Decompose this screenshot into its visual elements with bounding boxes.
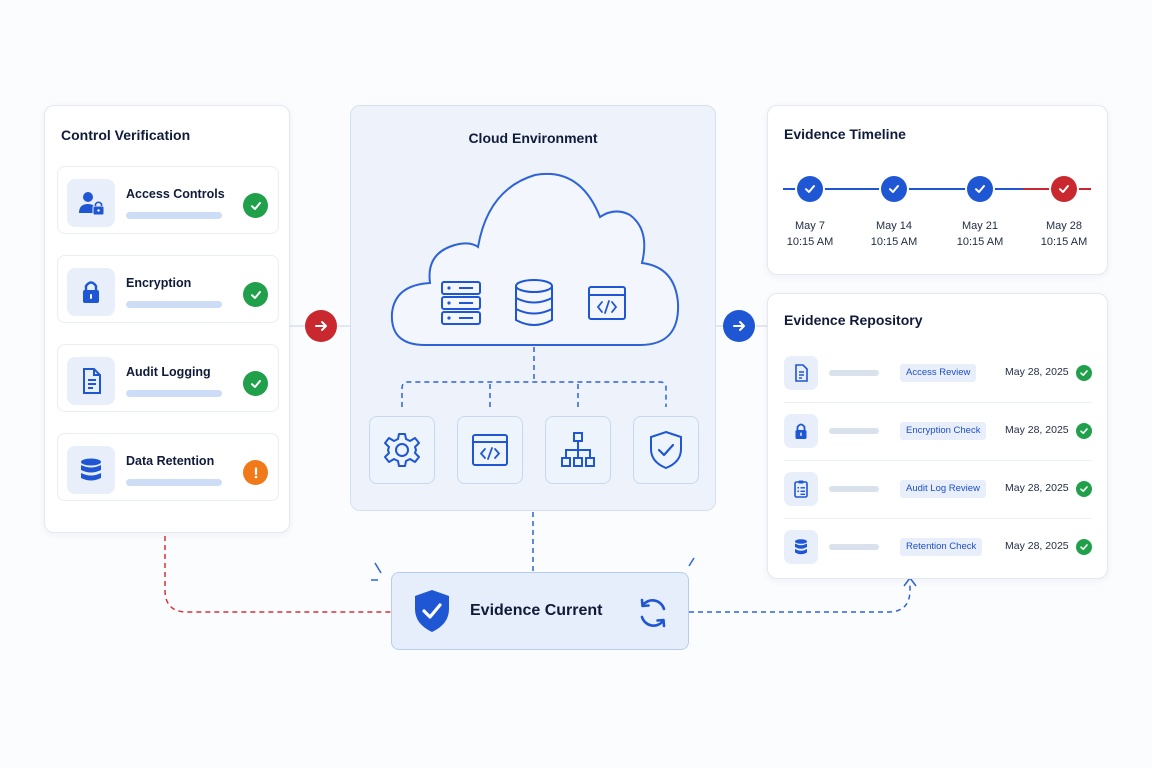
service-code[interactable] [457, 416, 523, 484]
timeline-date-label: May 28 10:15 AM [1029, 218, 1099, 250]
timeline-date-label: May 21 10:15 AM [945, 218, 1015, 250]
check-circle-icon [243, 282, 268, 307]
control-progress-bar [126, 390, 222, 397]
control-item-access-controls[interactable]: Access Controls [57, 166, 279, 234]
repository-item-encryption-check[interactable]: Encryption Check May 28, 2025 [784, 414, 1094, 460]
control-verification-title: Control Verification [61, 127, 191, 143]
divider [784, 518, 1092, 519]
database-icon [784, 530, 818, 564]
control-progress-bar [126, 479, 222, 486]
lock-icon [67, 268, 115, 316]
service-security[interactable] [633, 416, 699, 484]
timeline-milestone-icon[interactable] [797, 176, 823, 202]
control-item-data-retention[interactable]: Data Retention [57, 433, 279, 501]
control-label: Encryption [126, 276, 192, 290]
repository-item-audit-log-review[interactable]: Audit Log Review May 28, 2025 [784, 472, 1094, 518]
timeline-milestone-icon[interactable] [967, 176, 993, 202]
check-circle-icon [1076, 539, 1092, 555]
repository-date: May 28, 2025 [1005, 540, 1069, 552]
repository-date: May 28, 2025 [1005, 366, 1069, 378]
repository-tag: Audit Log Review [900, 480, 986, 498]
repository-tag: Access Review [900, 364, 977, 382]
timeline-milestone-icon[interactable] [881, 176, 907, 202]
service-settings[interactable] [369, 416, 435, 484]
user-lock-icon [67, 179, 115, 227]
control-item-encryption[interactable]: Encryption [57, 255, 279, 323]
timeline-date: May 21 [961, 220, 999, 232]
repository-item-access-review[interactable]: Access Review May 28, 2025 [784, 356, 1094, 402]
control-item-audit-logging[interactable]: Audit Logging [57, 344, 279, 412]
timeline-date-label: May 7 10:15 AM [775, 218, 845, 250]
repository-date: May 28, 2025 [1005, 482, 1069, 494]
cloud-environment-panel: Cloud Environment [350, 105, 716, 511]
warning-circle-icon [243, 460, 268, 485]
lock-icon [784, 414, 818, 448]
timeline-time: 10:15 AM [870, 236, 918, 248]
arrow-right-icon [305, 310, 337, 342]
repository-item-retention-check[interactable]: Retention Check May 28, 2025 [784, 530, 1094, 576]
control-progress-bar [126, 301, 222, 308]
control-label: Access Controls [126, 187, 225, 201]
control-label: Audit Logging [126, 365, 211, 379]
evidence-repository-title: Evidence Repository [784, 312, 923, 328]
clipboard-icon [784, 472, 818, 506]
cloud-environment-title: Cloud Environment [468, 130, 598, 146]
repository-tag: Retention Check [900, 538, 983, 556]
repository-placeholder-bar [829, 486, 879, 492]
check-circle-icon [243, 193, 268, 218]
document-icon [67, 357, 115, 405]
timeline-time: 10:15 AM [1040, 236, 1088, 248]
hierarchy-icon [561, 432, 595, 467]
check-circle-icon [1076, 423, 1092, 439]
shield-check-icon [412, 588, 452, 639]
control-label: Data Retention [126, 454, 215, 468]
evidence-timeline-title: Evidence Timeline [784, 126, 906, 142]
check-circle-icon [1076, 481, 1092, 497]
check-circle-icon [1076, 365, 1092, 381]
service-hierarchy[interactable] [545, 416, 611, 484]
sync-icon[interactable] [635, 595, 671, 636]
timeline-date: May 14 [875, 220, 913, 232]
repository-placeholder-bar [829, 370, 879, 376]
check-circle-icon [243, 371, 268, 396]
timeline-time: 10:15 AM [786, 236, 834, 248]
control-progress-bar [126, 212, 222, 219]
database-icon [512, 278, 556, 333]
repository-placeholder-bar [829, 428, 879, 434]
arrow-right-icon [723, 310, 755, 342]
repository-tag: Encryption Check [900, 422, 987, 440]
control-verification-panel: Control Verification Access Controls Enc… [44, 105, 290, 533]
shield-check-icon [650, 430, 682, 470]
timeline-milestone-icon[interactable] [1051, 176, 1077, 202]
evidence-current-label: Evidence Current [470, 602, 603, 619]
repository-placeholder-bar [829, 544, 879, 550]
timeline-date: May 7 [795, 220, 825, 232]
timeline-date: May 28 [1045, 220, 1083, 232]
code-box-icon [586, 284, 628, 327]
server-icon [439, 280, 483, 331]
document-icon [784, 356, 818, 390]
timeline-time: 10:15 AM [956, 236, 1004, 248]
evidence-current-status[interactable]: Evidence Current [391, 572, 689, 650]
code-window-icon [472, 434, 508, 466]
gear-icon [384, 433, 420, 467]
repository-date: May 28, 2025 [1005, 424, 1069, 436]
divider [784, 402, 1092, 403]
divider [784, 460, 1092, 461]
timeline-date-label: May 14 10:15 AM [859, 218, 929, 250]
database-icon [67, 446, 115, 494]
